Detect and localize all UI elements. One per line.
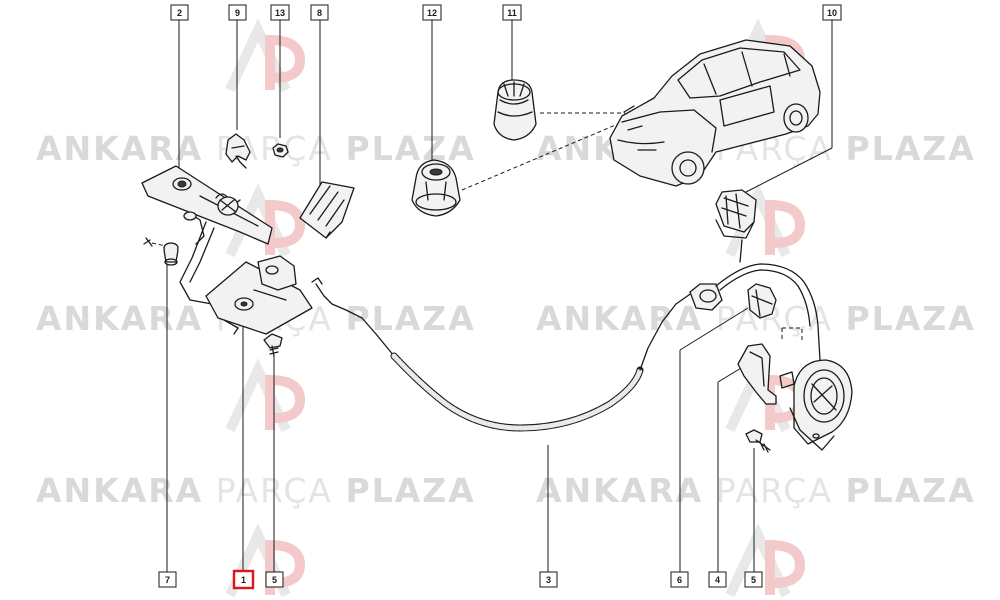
callout-2[interactable]: 2 — [170, 4, 189, 21]
callout-8[interactable]: 8 — [310, 4, 329, 21]
callout-1-highlighted[interactable]: 1 — [232, 569, 255, 590]
svg-text:2: 2 — [177, 8, 182, 18]
callout-3[interactable]: 3 — [539, 571, 558, 588]
callout-9[interactable]: 9 — [228, 4, 247, 21]
callout-10[interactable]: 10 — [822, 4, 842, 21]
bump-stop-large — [411, 159, 461, 217]
watermark-logo — [225, 18, 306, 93]
callout-11[interactable]: 11 — [502, 4, 522, 21]
svg-text:12: 12 — [427, 8, 437, 18]
screw-right — [745, 429, 771, 453]
watermark-row: ANKARA PARÇA PLAZA — [536, 299, 976, 338]
bump-stop-small — [493, 79, 537, 141]
callout-5-left[interactable]: 5 — [265, 571, 284, 588]
pedal-pad — [299, 181, 355, 239]
car-illustration — [609, 39, 821, 187]
svg-text:1: 1 — [241, 575, 246, 585]
svg-text:10: 10 — [827, 8, 837, 18]
leader-lines — [166, 20, 833, 572]
pedal-bracket — [141, 165, 273, 245]
watermark-logo — [225, 183, 306, 258]
pivot-bushing — [143, 237, 179, 266]
svg-text:6: 6 — [677, 575, 682, 585]
svg-text:9: 9 — [235, 8, 240, 18]
fuel-flap-housing — [789, 359, 853, 451]
svg-text:5: 5 — [272, 575, 277, 585]
svg-text:3: 3 — [546, 575, 551, 585]
watermark-row: ANKARA PARÇA PLAZA — [36, 129, 476, 168]
callout-13[interactable]: 13 — [270, 4, 290, 21]
callout-5-right[interactable]: 5 — [744, 571, 763, 588]
svg-text:11: 11 — [507, 8, 517, 18]
callout-12[interactable]: 12 — [422, 4, 442, 21]
svg-text:7: 7 — [165, 575, 170, 585]
svg-text:4: 4 — [715, 575, 720, 585]
watermark-row: ANKARA PARÇA PLAZA — [36, 471, 476, 510]
clip — [225, 133, 251, 169]
watermark-logo — [725, 183, 806, 258]
assembly-dashes — [151, 112, 803, 340]
nut — [272, 143, 289, 158]
svg-text:5: 5 — [751, 575, 756, 585]
screw-left — [263, 333, 283, 357]
cable — [311, 239, 821, 432]
callout-7[interactable]: 7 — [158, 571, 177, 588]
callout-6[interactable]: 6 — [670, 571, 689, 588]
pedal-lever — [179, 221, 313, 335]
watermark-logo — [725, 523, 806, 598]
svg-text:13: 13 — [275, 8, 285, 18]
latch-lever — [737, 343, 795, 405]
watermark-logo — [225, 358, 306, 433]
callout-4[interactable]: 4 — [708, 571, 727, 588]
svg-text:8: 8 — [317, 8, 322, 18]
watermark-row: ANKARA PARÇA PLAZA — [536, 471, 976, 510]
grommet — [715, 189, 757, 239]
cable-end-clip — [747, 283, 777, 319]
